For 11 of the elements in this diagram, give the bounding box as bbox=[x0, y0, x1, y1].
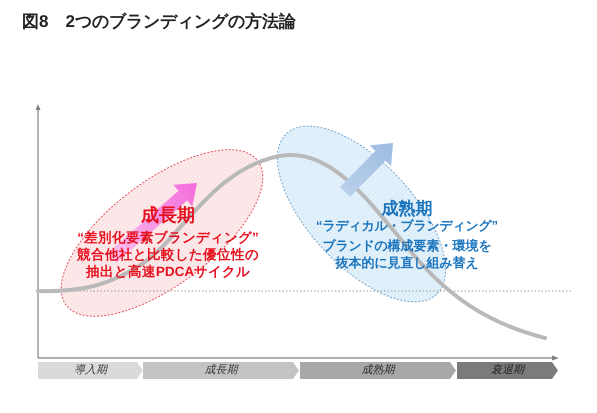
method-description: 競合他社と比較した優位性の抽出と高速PDCAサイクル bbox=[76, 246, 260, 280]
phase-band: 成長期 bbox=[143, 362, 299, 379]
method-description: ブランドの構成要素・環境を抜本的に見直し組み替え bbox=[322, 237, 492, 271]
method-name: “ラディカル・ブランディング” bbox=[316, 218, 498, 234]
phase-heading: 成長期 bbox=[141, 204, 195, 226]
method-name: “差別化要素ブランディング” bbox=[77, 229, 259, 246]
phase-band: 導入期 bbox=[38, 362, 143, 379]
figure-title: 図8 2つのブランディングの方法論 bbox=[22, 11, 296, 33]
phase-band: 成熟期 bbox=[300, 362, 456, 379]
phase-heading: 成熟期 bbox=[382, 198, 432, 218]
phase-band: 衰退期 bbox=[457, 362, 558, 379]
